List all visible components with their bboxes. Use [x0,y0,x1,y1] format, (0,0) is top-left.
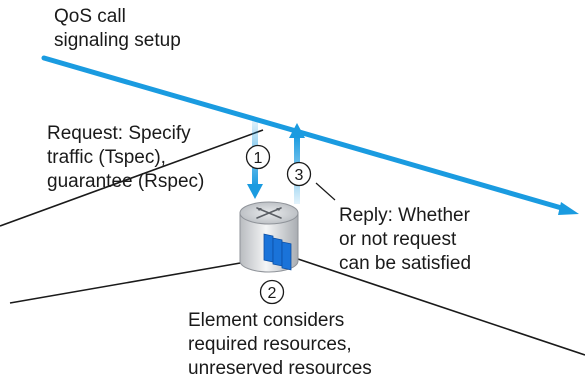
signaling-label-line-1: QoS call [54,6,126,27]
reply-label-line-1: Reply: Whether [339,205,470,226]
step-2-number: 2 [268,285,277,302]
signaling-path-arrowhead [558,202,579,215]
router-icon [239,201,299,273]
request-label: Request: Specify traffic (Tspec), guaran… [47,122,204,194]
step-1-number: 1 [254,150,263,167]
request-label-line-1: Request: Specify [47,123,191,144]
signaling-label: QoS call signaling setup [54,5,181,53]
element-label: Element considers required resources, un… [188,309,372,381]
element-label-line-2: required resources, [188,334,352,355]
reply-label-line-2: or not request [339,229,457,250]
network-link-lower [9,261,247,304]
element-label-line-3: unreserved resources [188,358,372,379]
request-label-line-2: traffic (Tspec), [47,147,166,168]
router-resources-icon [263,233,292,271]
network-link-upper [0,129,264,227]
reply-label: Reply: Whether or not request can be sat… [339,204,471,276]
step-3-number: 3 [295,167,304,184]
step-1-marker: 1 [245,144,271,170]
element-label-line-1: Element considers [188,310,345,331]
reply-label-line-3: can be satisfied [339,253,472,274]
step-2-marker: 2 [259,279,285,305]
request-label-line-3: guarantee (Rspec) [47,171,205,192]
signaling-path-line [41,55,568,212]
reply-arrow-head [289,123,305,138]
network-link-right [291,256,585,356]
request-arrow-head [247,184,263,199]
signaling-label-line-2: signaling setup [54,30,181,51]
reply-leader-line [315,182,336,201]
step-3-marker: 3 [286,161,312,187]
